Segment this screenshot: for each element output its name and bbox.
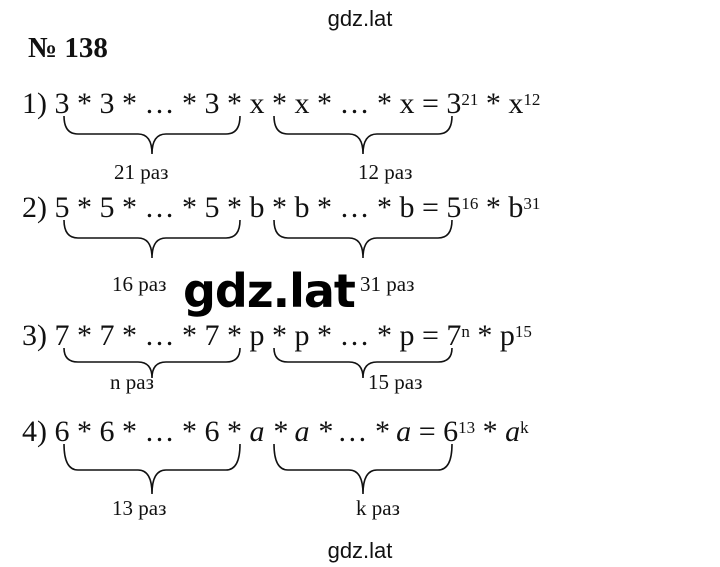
result-base-2: x (508, 87, 524, 120)
right-product: x * x * … * x (249, 87, 415, 120)
left-product: 6 * 6 * … * 6 * (54, 415, 243, 448)
equation-3: 3) 7 * 7 * … * 7 * p * p * … * p = 7n * … (22, 318, 702, 448)
watermark-top: gdz.lat (327, 6, 393, 31)
equals-sign: = (418, 415, 436, 448)
caption-right: 12 раз (358, 160, 413, 184)
equals-sign: = (422, 87, 439, 120)
left-product: 7 * 7 * … * 7 * (54, 319, 243, 352)
caption-left: 16 раз (112, 272, 167, 296)
caption-right: 15 раз (368, 370, 423, 394)
equation-line: 3) 7 * 7 * … * 7 * p * p * … * p = 7n * … (22, 318, 532, 354)
result-base-2: b (508, 191, 524, 224)
result-exponent-2: 12 (523, 90, 541, 109)
brace-left (63, 443, 241, 495)
equation-line: 1) 3 * 3 * … * 3 * x * x * … * x = 321 *… (22, 86, 540, 122)
result-operator: * (477, 319, 493, 352)
right-product: b * b * … * b (249, 191, 415, 224)
result-exponent-1: n (461, 322, 470, 341)
equation-2: 2) 5 * 5 * … * 5 * b * b * … * b = 516 *… (22, 190, 702, 320)
equals-sign: = (422, 319, 439, 352)
caption-left: 13 раз (112, 496, 167, 520)
caption-right: 31 раз (360, 272, 415, 296)
brace-left (63, 347, 241, 379)
right-product: p * p * … * p (249, 319, 415, 352)
result-base-1: 6 (443, 415, 459, 448)
equals-sign: = (422, 191, 439, 224)
watermark-center: gdz.lat (183, 264, 356, 318)
result-base-1: 5 (446, 191, 462, 224)
brace-right (273, 219, 453, 259)
result-base-2: a (505, 415, 521, 448)
brace-right (273, 347, 453, 379)
result-operator: * (485, 191, 501, 224)
result-base-1: 7 (446, 319, 462, 352)
brace-left (63, 219, 241, 259)
caption-right: k раз (356, 496, 400, 520)
result-exponent-1: 16 (461, 194, 479, 213)
equation-line: 4) 6 * 6 * … * 6 * a * a * … * a = 613 *… (22, 414, 529, 450)
result-exponent-1: 21 (461, 90, 479, 109)
brace-right (273, 115, 453, 155)
equation-number: 3) (22, 319, 47, 352)
equation-line: 2) 5 * 5 * … * 5 * b * b * … * b = 516 *… (22, 190, 540, 226)
result-operator: * (485, 87, 501, 120)
result-base-1: 3 (446, 87, 462, 120)
result-exponent-2: k (520, 418, 529, 437)
caption-left: 21 раз (114, 160, 169, 184)
brace-left (63, 115, 241, 155)
right-product: a * a * … * a (249, 415, 412, 448)
exercise-title: № 138 (28, 32, 108, 64)
left-product: 5 * 5 * … * 5 * (54, 191, 243, 224)
equation-4: 4) 6 * 6 * … * 6 * a * a * … * a = 613 *… (22, 414, 702, 544)
watermark-bottom: gdz.lat (327, 538, 393, 563)
result-exponent-2: 31 (523, 194, 541, 213)
caption-left: n раз (110, 370, 154, 394)
result-exponent-1: 13 (458, 418, 476, 437)
result-exponent-2: 15 (514, 322, 532, 341)
equation-number: 4) (22, 415, 47, 448)
brace-right (273, 443, 453, 495)
equation-number: 1) (22, 87, 47, 120)
equation-number: 2) (22, 191, 47, 224)
left-product: 3 * 3 * … * 3 * (54, 87, 243, 120)
result-base-2: p (499, 319, 515, 352)
equation-1: 1) 3 * 3 * … * 3 * x * x * … * x = 321 *… (22, 86, 702, 216)
result-operator: * (482, 415, 498, 448)
